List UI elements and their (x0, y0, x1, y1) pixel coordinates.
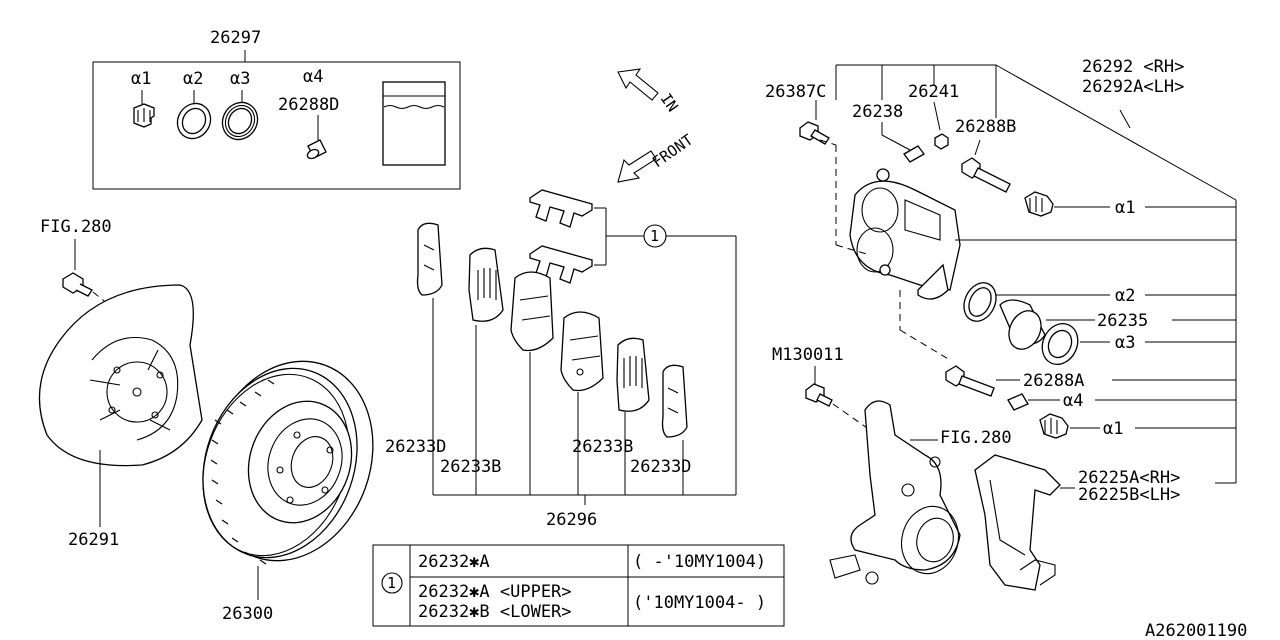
grease-packet-icon (382, 81, 446, 166)
guide-pin-a-icon (945, 365, 995, 397)
brake-pad-left-icon (510, 271, 554, 352)
bracket-rh-label: 26225A<RH> (1078, 468, 1180, 488)
piston-dust-seal-icon (1041, 323, 1079, 365)
pin-bushing-icon (306, 139, 327, 160)
guide-pin-a-label: 26288A (1023, 371, 1084, 391)
table-row-2-part: 26232✱A <UPPER> (418, 582, 572, 602)
caliper-lh-label: 26292A<LH> (1082, 77, 1184, 97)
table-row-1-range: ( -'10MY1004) (633, 552, 766, 572)
guide-pin-b-icon (961, 157, 1011, 193)
in-arrow-label: IN (657, 90, 682, 115)
caliper-body-icon (849, 168, 961, 300)
caliper-a1-upper-label: α1 (1115, 198, 1135, 218)
front-arrow-icon: FRONT (617, 131, 696, 183)
shield-bolt-icon (62, 272, 93, 297)
knuckle-bolt-label: M130011 (772, 345, 844, 365)
outer-shim-right-icon (661, 364, 688, 438)
guide-bushing-icon (1007, 393, 1029, 411)
seal-ring-icon (176, 102, 212, 140)
shim-d-right-label: 26233D (630, 457, 691, 477)
left-fig-label: FIG.280 (40, 217, 112, 237)
shield-part-label: 26291 (68, 530, 119, 550)
caliper-bolt-label: 26387C (765, 82, 826, 102)
caliper-a2-label: α2 (1115, 286, 1135, 306)
brake-pad-right-icon (560, 311, 604, 392)
boot-part-icon (133, 103, 155, 128)
knuckle-bolt-icon (805, 383, 833, 407)
piston-label: 26235 (1097, 311, 1148, 331)
kit-a2-label: α2 (183, 69, 203, 89)
shim-b-left-label: 26233B (440, 457, 501, 477)
caliper-bracket-icon (974, 454, 1061, 591)
pad-kit-label: 26296 (546, 510, 597, 530)
shield-rotor-group: FIG.280 26291 (38, 217, 374, 624)
table-circle-label: 1 (387, 574, 396, 592)
shim-b-right-label: 26233B (572, 437, 633, 457)
caliper-bolt-icon (799, 121, 830, 145)
kit-number-label: 26297 (210, 28, 261, 48)
diagram-code-label: A262001190 (1145, 621, 1247, 640)
bracket-lh-label: 26225B<LH> (1078, 485, 1180, 505)
kit-grease-label: 26288D (278, 95, 339, 115)
dust-seal-icon (221, 101, 259, 141)
rotor-part-label: 26300 (222, 604, 273, 624)
in-arrow-icon: IN (617, 68, 682, 115)
caliper-a4-label: α4 (1063, 391, 1083, 411)
kit-a3-label: α3 (230, 69, 250, 89)
pad-clip-upper-icon (529, 189, 593, 228)
kit-a1-label: α1 (131, 69, 151, 89)
caliper-group: 26292 <RH> 26292A<LH> 26387C 26238 26241… (765, 57, 1237, 591)
brake-rotor-icon (202, 360, 374, 565)
boot-upper-icon (1024, 191, 1054, 217)
caliper-rh-label: 26292 <RH> (1082, 57, 1184, 77)
pads-shims-group: 1 (385, 189, 737, 530)
piston-seal-icon (963, 282, 997, 322)
inner-shim-right-icon (616, 337, 650, 412)
reference-table: 1 26232✱A ( -'10MY1004) 26232✱A <UPPER> … (372, 544, 785, 627)
bleeder-screw-icon (903, 145, 925, 163)
pads-circle-label: 1 (650, 227, 659, 245)
bleeder-cap-icon (934, 133, 949, 150)
boot-lower-icon (1039, 413, 1069, 439)
dust-shield-icon (38, 284, 203, 467)
piston-icon (999, 299, 1046, 350)
inner-shim-left-icon (468, 247, 504, 322)
outer-shim-left-icon (416, 222, 443, 296)
pad-clip-lower-icon (529, 245, 593, 284)
seal-kit-group: 26297 α1 α2 α3 α4 26288D (92, 28, 461, 190)
caliper-bleeder-label: 26238 (852, 102, 903, 122)
shim-d-left-label: 26233D (385, 437, 446, 457)
direction-arrows: IN FRONT (617, 68, 696, 183)
table-row-1-part: 26232✱A (418, 552, 490, 572)
table-row-2-range: ('10MY1004- ) (633, 593, 766, 613)
caliper-pin-b-label: 26288B (955, 117, 1016, 137)
knuckle-fig-label: FIG.280 (940, 428, 1012, 448)
steering-knuckle-icon (829, 400, 961, 585)
caliper-cap-label: 26241 (908, 82, 959, 102)
table-row-3-part: 26232✱B <LOWER> (418, 602, 572, 622)
kit-a4-label: α4 (303, 67, 323, 87)
caliper-a3-label: α3 (1115, 333, 1135, 353)
caliper-a1-lower-label: α1 (1103, 419, 1123, 439)
front-arrow-label: FRONT (649, 131, 696, 172)
